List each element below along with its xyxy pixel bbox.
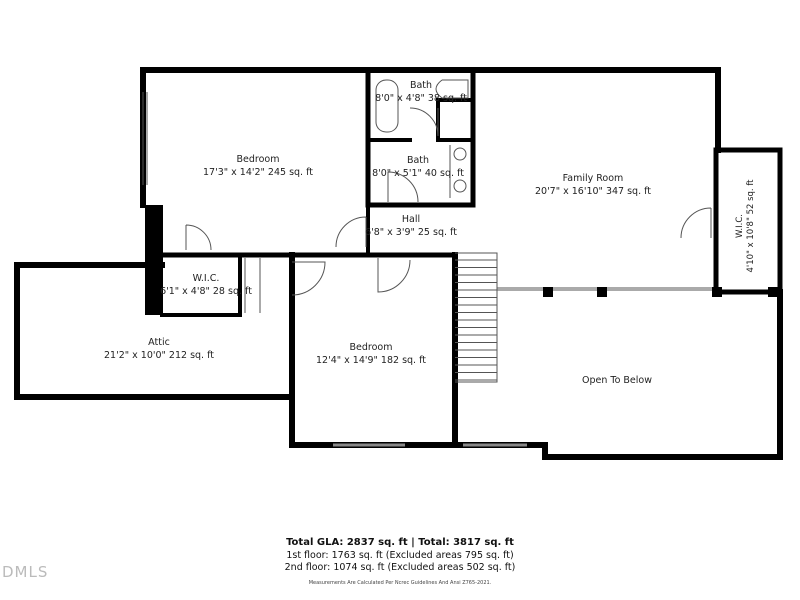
room-name: W.I.C.	[735, 214, 745, 238]
room-name: Bedroom	[236, 154, 280, 165]
room-name: Attic	[148, 337, 170, 348]
room-name: W.I.C.	[192, 273, 220, 284]
watermark-logo: DMLS	[2, 563, 49, 581]
wall-wic-small	[160, 253, 242, 317]
room-dims: 20'7" x 16'10" 347 sq. ft	[534, 186, 652, 197]
stairs	[455, 252, 498, 383]
room-bath-2: Bath 8'0" x 5'1" 40 sq. ft	[372, 154, 464, 180]
room-dims: 17'3" x 14'2" 245 sq. ft	[203, 167, 313, 178]
wall-bath-mid	[366, 98, 475, 142]
summary-note: Measurements Are Calculated Per Ncrec Gu…	[308, 580, 492, 586]
room-dims: 12'4" x 14'9" 182 sq. ft	[316, 355, 426, 366]
room-wic-2: W.I.C. 6'1" x 4'8" 28 sq. ft	[160, 272, 252, 298]
summary-first-floor: 1st floor: 1763 sq. ft (Excluded areas 7…	[286, 550, 514, 561]
room-dims: 21'2" x 10'0" 212 sq. ft	[104, 350, 214, 361]
room-name: Hall	[401, 214, 421, 225]
room-bedroom-1: Bedroom 17'3" x 14'2" 245 sq. ft	[203, 153, 313, 179]
room-dims: 6'8" x 3'9" 25 sq. ft	[365, 227, 457, 238]
room-name: Bedroom	[349, 342, 393, 353]
summary-total: Total GLA: 2837 sq. ft | Total: 3817 sq.…	[286, 537, 514, 548]
wall-block	[145, 205, 163, 315]
room-dims: 8'0" x 5'1" 40 sq. ft	[372, 168, 464, 179]
room-open-to-below: Open To Below	[582, 374, 652, 387]
room-name: Family Room	[562, 173, 624, 184]
room-name: Bath	[406, 155, 430, 166]
wall-attic	[14, 262, 295, 400]
room-dims: 6'1" x 4'8" 28 sq. ft	[160, 286, 252, 297]
summary-second-floor: 2nd floor: 1074 sq. ft (Excluded areas 5…	[284, 562, 516, 573]
room-bedroom-2: Bedroom 12'4" x 14'9" 182 sq. ft	[316, 341, 426, 367]
room-dims: 4'10" x 10'8" 52 sq. ft	[746, 179, 756, 273]
room-attic: Attic 21'2" x 10'0" 212 sq. ft	[104, 336, 214, 362]
room-family-room: Family Room 20'7" x 16'10" 347 sq. ft	[535, 172, 651, 198]
room-name: Bath	[409, 80, 433, 91]
room-name: Open To Below	[582, 375, 652, 386]
room-hall: Hall 6'8" x 3'9" 25 sq. ft	[365, 213, 457, 239]
room-dims: 8'0" x 4'8" 38 sq. ft	[375, 93, 467, 104]
room-wic-1: W.I.C.4'10" x 10'8" 52 sq. ft	[735, 166, 757, 286]
wall-top	[140, 67, 721, 153]
room-bath-1: Bath 8'0" x 4'8" 38 sq. ft	[375, 79, 467, 105]
